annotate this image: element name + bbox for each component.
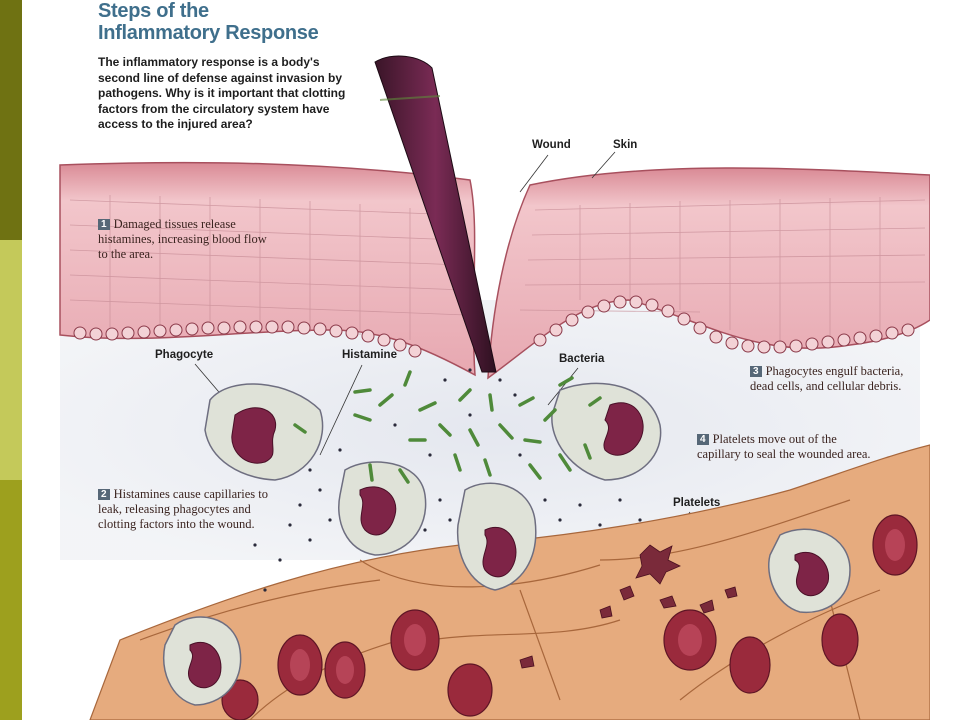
label-skin: Skin — [613, 139, 638, 151]
label-platelets: Platelets — [673, 497, 721, 509]
skin-cell-texture — [69, 195, 926, 345]
step-text: Phagocytes engulf bacteria, dead cells, … — [750, 364, 904, 393]
intro-paragraph: The inflammatory response is a body's se… — [98, 55, 346, 131]
label-pointer-lines — [194, 151, 691, 556]
title-line-1: Steps of the — [98, 0, 209, 22]
histamine-particles — [253, 368, 642, 592]
label-bacteria: Bacteria — [559, 353, 605, 365]
platelet-clot — [519, 544, 738, 669]
skin-layer-right — [487, 167, 930, 380]
red-blood-cells — [221, 514, 918, 720]
step-number-badge: 3 — [750, 366, 762, 377]
bacteria — [293, 370, 602, 484]
step-number-badge: 1 — [98, 219, 110, 230]
step-text: Histamines cause capillaries to leak, re… — [98, 487, 269, 531]
phagocyte-nuclei — [188, 402, 830, 689]
label-histamine: Histamine — [342, 349, 397, 361]
wound-object — [374, 55, 497, 373]
step-text: Platelets move out of the capillary to s… — [697, 432, 871, 461]
step-number-badge: 2 — [98, 489, 110, 500]
sidebar-top-band — [0, 0, 22, 240]
basal-cell-row — [73, 295, 915, 358]
skin-layer-left — [59, 161, 476, 377]
sidebar-middle-band — [0, 240, 22, 480]
step-text: Damaged tissues release histamines, incr… — [98, 217, 267, 261]
sidebar-bottom-band — [0, 480, 22, 720]
label-phagocyte: Phagocyte — [155, 349, 214, 361]
title-line-2: Inflammatory Response — [98, 22, 319, 44]
label-wound: Wound — [532, 139, 571, 151]
inflammatory-response-illustration — [59, 55, 930, 720]
step-number-badge: 4 — [697, 434, 709, 445]
diagram-title: Steps of the Inflammatory Response — [98, 0, 378, 44]
